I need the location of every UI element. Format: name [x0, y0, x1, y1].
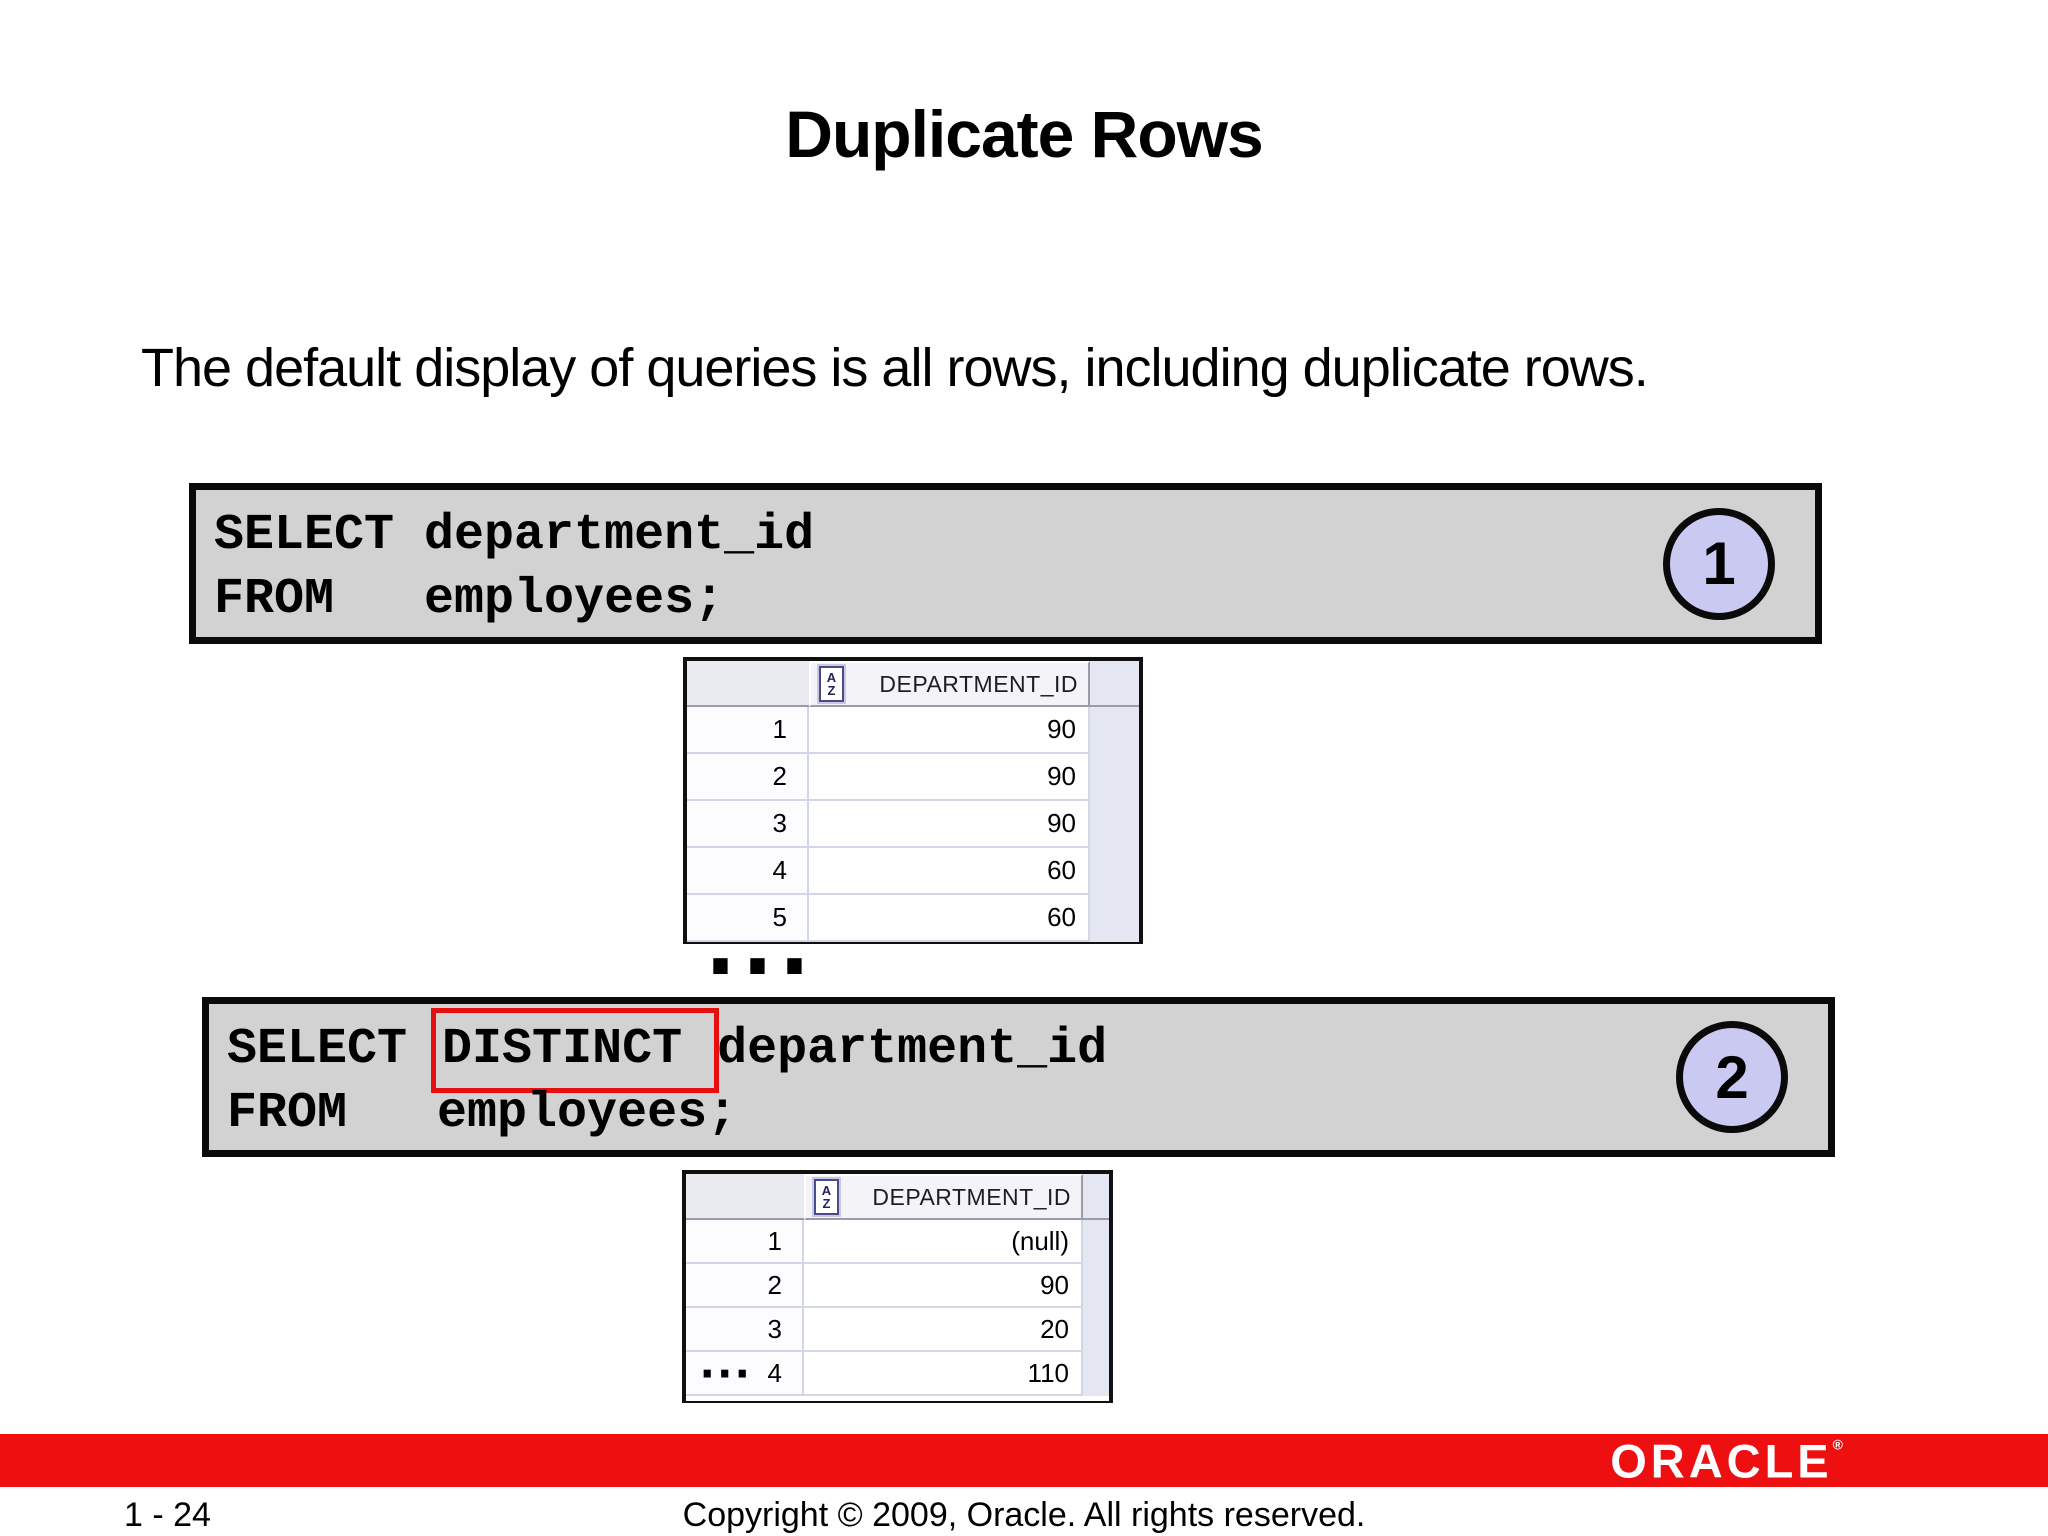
code-line: SELECT department_id [214, 504, 1815, 568]
copyright-text: Copyright © 2009, Oracle. All rights res… [682, 1496, 1366, 1534]
row-number-cell: ...4 [686, 1341, 804, 1396]
row-number: 1 [767, 1225, 782, 1256]
code-text: department_id [717, 1021, 1108, 1078]
row-number-header-cell [687, 661, 809, 707]
row-number: 2 [767, 1269, 782, 1300]
row-ellipsis-dots: ... [694, 1337, 756, 1389]
partial-row [686, 1396, 1109, 1401]
code-text: FROM employees; [214, 571, 725, 628]
row-number-cell: 3 [686, 1308, 804, 1352]
grid-filler [1083, 1220, 1109, 1264]
slide-title: Duplicate Rows [785, 97, 1263, 171]
code-line: FROM employees; [227, 1082, 1828, 1146]
row-number: 3 [767, 1313, 782, 1344]
department-id-cell: 90 [809, 801, 1090, 848]
registered-mark: ® [1832, 1436, 1843, 1452]
code-text: SELECT department_id [214, 507, 815, 564]
row-number-cell: 2 [687, 754, 809, 801]
row-number-cell: 1 [686, 1220, 804, 1264]
distinct-highlight-box: DISTINCT [431, 1008, 720, 1093]
department-id-cell: 20 [804, 1308, 1083, 1352]
table-row: 2 90 [686, 1264, 1109, 1308]
footer-red-bar: ORACLE® [0, 1434, 2048, 1487]
department-id-cell: 90 [804, 1264, 1083, 1308]
department-id-cell: 110 [804, 1352, 1083, 1396]
grid-filler [1083, 1352, 1109, 1396]
grid-filler [1083, 1264, 1109, 1308]
oracle-logo: ORACLE® [1610, 1434, 1843, 1487]
table-row: 5 60 [687, 895, 1139, 942]
table-row: 1 (null) [686, 1220, 1109, 1264]
step-badge-2: 2 [1676, 1021, 1788, 1133]
grid-filler [1090, 848, 1139, 895]
row-number: 2 [772, 761, 787, 791]
column-header-label: DEPARTMENT_ID [872, 1183, 1071, 1210]
step-badge-1: 1 [1663, 507, 1775, 620]
department-id-cell: (null) [804, 1220, 1083, 1264]
row-number-cell: 1 [687, 707, 809, 754]
row-number-cell: 5 [687, 895, 809, 942]
table-row: 4 60 [687, 848, 1139, 895]
department-id-cell: 90 [809, 754, 1090, 801]
department-id-cell: 90 [809, 707, 1090, 754]
row-number-header-cell [686, 1174, 804, 1220]
grid-filler [1090, 895, 1139, 942]
grid-filler [1083, 1308, 1109, 1352]
column-header-label: DEPARTMENT_ID [879, 670, 1078, 697]
code-line: FROM employees; [214, 568, 1815, 632]
table-row: 3 90 [687, 801, 1139, 848]
row-number-cell: 3 [687, 801, 809, 848]
more-rows-ellipsis: ... [694, 892, 821, 995]
code-text: FROM employees; [227, 1085, 738, 1142]
grid-filler [1090, 801, 1139, 848]
row-number: 3 [772, 808, 787, 838]
grid-header-filler [1090, 661, 1139, 707]
row-number: 5 [772, 902, 787, 932]
page-number: 1 - 24 [124, 1496, 211, 1534]
table-row: 1 90 [687, 707, 1139, 754]
department-id-cell: 60 [809, 895, 1090, 942]
row-number-cell: 2 [686, 1264, 804, 1308]
grid-header-filler [1083, 1174, 1109, 1220]
slide-body-text: The default display of queries is all ro… [141, 338, 1649, 398]
grid-filler [1090, 754, 1139, 801]
table-row: 2 90 [687, 754, 1139, 801]
code-line: SELECT DISTINCT department_id [227, 1008, 1828, 1093]
grid-body: 1 90 2 90 3 90 4 60 5 60 [687, 707, 1139, 942]
grid-filler [1090, 707, 1139, 754]
row-number: 4 [772, 855, 787, 885]
table-row: 3 20 [686, 1308, 1109, 1352]
row-number-cell: 4 [687, 848, 809, 895]
row-number: 1 [772, 714, 787, 744]
department-id-cell: 60 [809, 848, 1090, 895]
row-number: 4 [767, 1357, 782, 1388]
code-text: SELECT [227, 1021, 438, 1078]
